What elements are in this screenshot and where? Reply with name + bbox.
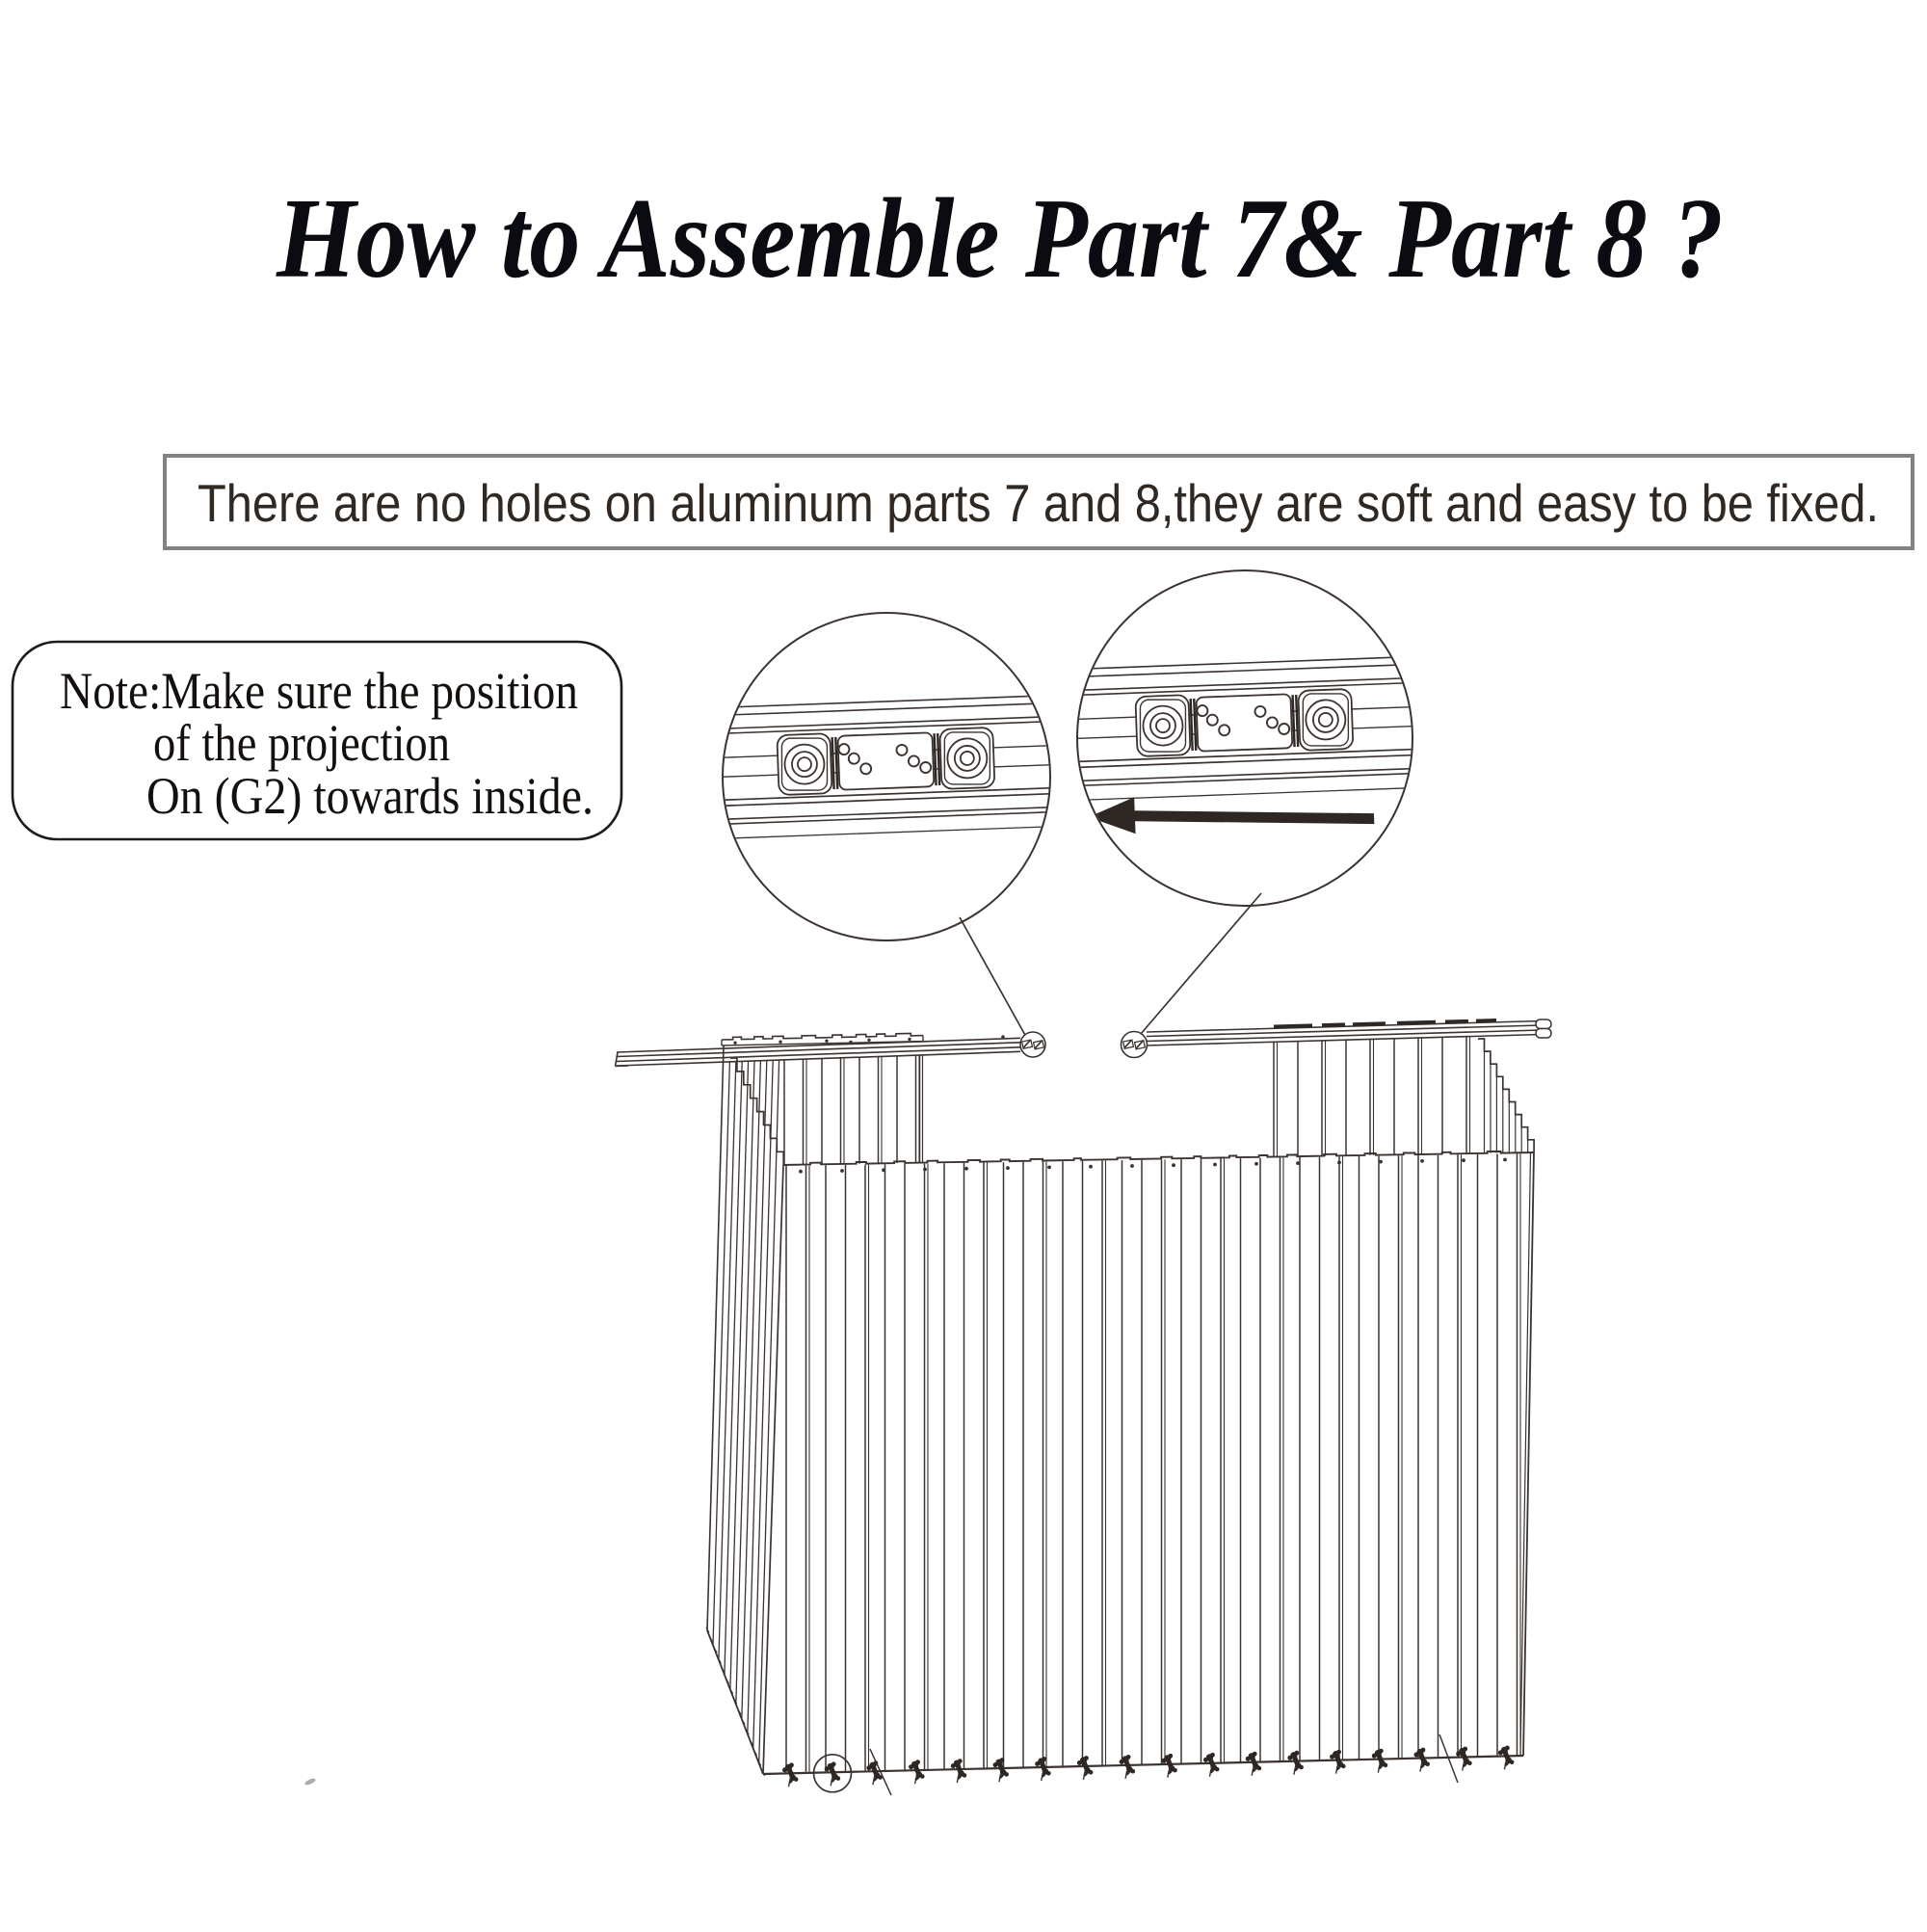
svg-text:How to Assemble Part 7& Part 8: How to Assemble Part 7& Part 8 ? <box>276 174 1724 302</box>
svg-text:of the projection: of the projection <box>153 714 450 772</box>
svg-text:On (G2) towards inside.: On (G2) towards inside. <box>146 767 594 825</box>
svg-text:There are no holes on aluminum: There are no holes on aluminum parts 7 a… <box>198 473 1879 533</box>
svg-text:Note:Make sure the position: Note:Make sure the position <box>60 662 578 720</box>
